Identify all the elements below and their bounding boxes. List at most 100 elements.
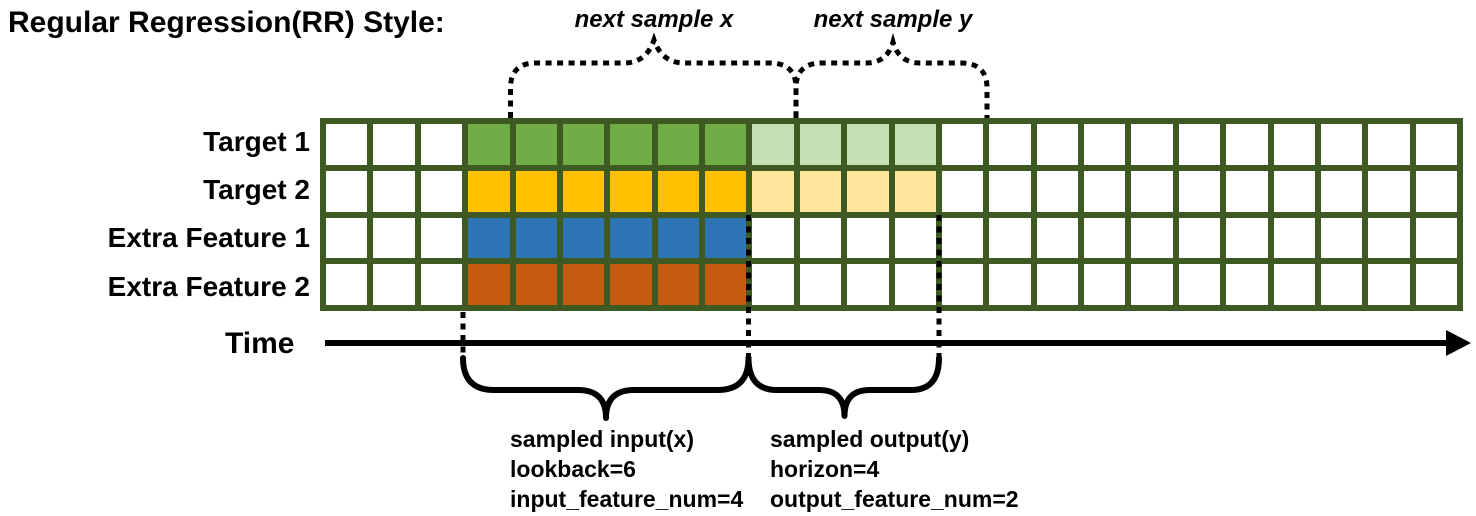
- grid-cell: [1320, 217, 1363, 259]
- grid-cell: [752, 264, 794, 305]
- grid-cell: [562, 217, 605, 259]
- grid-cell: [752, 124, 794, 165]
- grid-cell: [468, 124, 510, 165]
- row-label-extra-feature-2: Extra Feature 2: [107, 271, 310, 302]
- next-sample-x-brace: [508, 32, 799, 118]
- grid-cell: [1368, 170, 1410, 212]
- grid-cell: [847, 170, 889, 212]
- input-feature-num-value: input_feature_num=4: [510, 486, 744, 512]
- sampled-output-brace: [745, 355, 942, 419]
- grid-cell: [1178, 217, 1221, 259]
- grid-cell: [799, 170, 842, 212]
- grid-cell: [515, 170, 557, 212]
- grid-cell: [1131, 264, 1173, 305]
- grid-cell: [1226, 124, 1268, 165]
- grid-cell: [799, 124, 842, 165]
- grid-cell: [1273, 264, 1315, 305]
- grid-cell: [847, 217, 889, 259]
- grid-cell: [1084, 170, 1126, 212]
- grid-cell: [847, 124, 889, 165]
- grid-cell: [1178, 124, 1221, 165]
- grid-cell: [894, 217, 936, 259]
- grid-cell: [1368, 124, 1410, 165]
- grid-cell: [420, 217, 463, 259]
- sampled-input-title: sampled input(x): [510, 426, 695, 452]
- grid-cell: [610, 124, 652, 165]
- sampled-output-annotation: sampled output(y) horizon=4 output_featu…: [770, 424, 1019, 514]
- diagram-title: Regular Regression(RR) Style:: [8, 6, 445, 39]
- row-label-extra-feature-1: Extra Feature 1: [107, 222, 310, 253]
- grid-cell: [373, 217, 415, 259]
- sampled-input-annotation: sampled input(x) lookback=6 input_featur…: [510, 424, 743, 514]
- grid-cell: [610, 217, 652, 259]
- grid-cell: [752, 217, 794, 259]
- grid-cell: [1273, 170, 1315, 212]
- grid-cell: [989, 217, 1031, 259]
- grid-cell: [1084, 264, 1126, 305]
- grid-cell: [1084, 124, 1126, 165]
- grid-cell: [1273, 217, 1315, 259]
- grid-cell: [1415, 217, 1457, 259]
- grid-cell: [657, 124, 699, 165]
- grid-cell: [610, 170, 652, 212]
- grid-cell: [1226, 264, 1268, 305]
- next-sample-x-label: next sample x: [574, 6, 734, 33]
- grid-cell: [1320, 170, 1363, 212]
- grid-cell: [894, 170, 936, 212]
- grid-cell: [1084, 217, 1126, 259]
- next-sample-y-label: next sample y: [813, 6, 973, 33]
- grid-cell: [1131, 170, 1173, 212]
- row-label-target-1: Target 1: [203, 126, 310, 157]
- grid-cell: [799, 217, 842, 259]
- grid-cell: [1415, 170, 1457, 212]
- sampled-input-brace: [460, 355, 752, 421]
- grid-cell: [610, 264, 652, 305]
- time-axis-label: Time: [225, 327, 295, 360]
- output-feature-num-value: output_feature_num=2: [770, 486, 1019, 512]
- horizon-value: horizon=4: [770, 456, 880, 482]
- grid-cell: [705, 264, 747, 305]
- next-sample-y-brace: [793, 32, 990, 118]
- grid-cell: [326, 264, 368, 305]
- grid-cell: [989, 264, 1031, 305]
- grid-cell: [1415, 264, 1457, 305]
- grid-cell: [1036, 124, 1078, 165]
- grid-cell: [420, 124, 463, 165]
- grid-cell: [515, 264, 557, 305]
- grid-cell: [705, 170, 747, 212]
- grid-cell: [989, 124, 1031, 165]
- grid-cell: [941, 217, 984, 259]
- grid-cell: [799, 264, 842, 305]
- grid-cell: [941, 264, 984, 305]
- grid-cell: [1368, 264, 1410, 305]
- lookback-value: lookback=6: [510, 456, 636, 482]
- grid-cell: [1178, 170, 1221, 212]
- grid-cell: [515, 217, 557, 259]
- grid-cell: [1036, 217, 1078, 259]
- grid-cell: [468, 170, 510, 212]
- grid-cell: [657, 264, 699, 305]
- grid-cell: [752, 170, 794, 212]
- grid-cell: [1178, 264, 1221, 305]
- grid-cell: [326, 217, 368, 259]
- grid-cell: [373, 124, 415, 165]
- grid-cell: [705, 217, 747, 259]
- row-label-target-2: Target 2: [203, 174, 310, 205]
- grid-cell: [1131, 217, 1173, 259]
- grid-cell: [1415, 124, 1457, 165]
- grid-cell: [373, 170, 415, 212]
- grid-cell: [562, 264, 605, 305]
- grid-cell: [1273, 124, 1315, 165]
- grid-cell: [468, 264, 510, 305]
- grid-cell: [894, 264, 936, 305]
- grid-cell: [989, 170, 1031, 212]
- grid-cell: [420, 264, 463, 305]
- grid-cell: [562, 124, 605, 165]
- grid-cell: [941, 170, 984, 212]
- sampling-grid: [320, 118, 1463, 311]
- grid-cell: [941, 124, 984, 165]
- grid-cell: [562, 170, 605, 212]
- grid-cell: [657, 170, 699, 212]
- grid-cell: [1131, 124, 1173, 165]
